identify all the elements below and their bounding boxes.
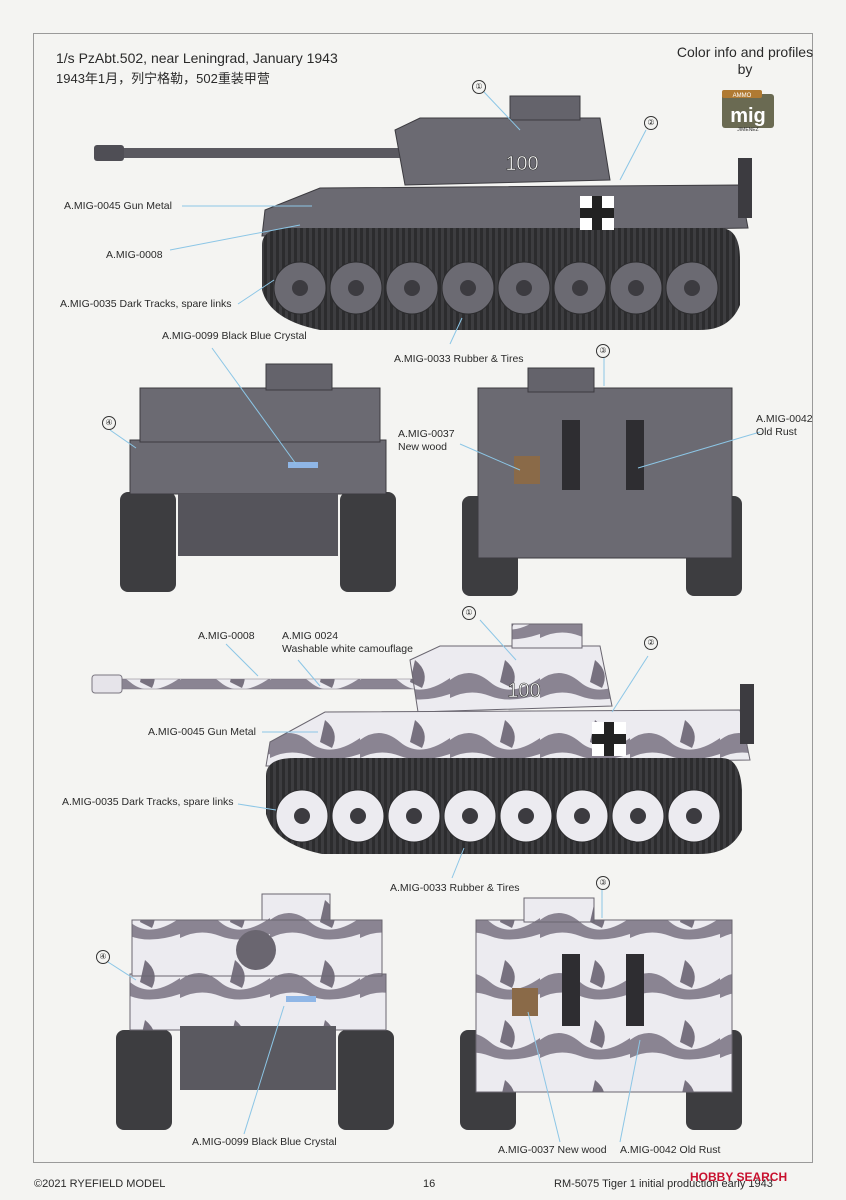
wheel-hub xyxy=(628,280,644,296)
ammo-mig-logo: AMMO mig JIMENEZ xyxy=(722,90,774,133)
leader-lines-1 xyxy=(169,91,647,345)
turret-number-1: 100 xyxy=(505,153,538,175)
credit-line-2: by xyxy=(737,61,753,77)
wheel-hub xyxy=(574,808,590,824)
wheel-hub xyxy=(294,808,310,824)
credit-line-1: Color info and profiles xyxy=(676,44,814,60)
wheel-hub xyxy=(292,280,308,296)
label-base-1: A.MIG-0008 xyxy=(106,249,163,261)
page-title: 1/s PzAbt.502, near Leningrad, January 1… xyxy=(56,50,338,66)
wheel-hub xyxy=(686,808,702,824)
label-base-2: A.MIG-0008 xyxy=(198,630,255,642)
label-old-rust-2: A.MIG-0042 Old Rust xyxy=(620,1144,721,1156)
leader-lines-3 xyxy=(225,619,649,879)
label-black-blue-2: A.MIG-0099 Black Blue Crystal xyxy=(192,1136,337,1148)
leader-lines-2 xyxy=(109,347,761,471)
wheel-hub xyxy=(460,280,476,296)
svg-text:JIMENEZ: JIMENEZ xyxy=(737,127,758,133)
turret-number-2: 100 xyxy=(507,680,540,702)
callout-2-top: ② xyxy=(644,116,658,130)
wheel-hub xyxy=(350,808,366,824)
wheel-hub xyxy=(684,280,700,296)
callout-4-bottom: ④ xyxy=(96,950,110,964)
label-new-wood-name-1: New wood xyxy=(398,441,448,453)
footer-copyright: ©2021 RYEFIELD MODEL xyxy=(34,1178,166,1190)
tank-rear-view-grey xyxy=(462,367,742,596)
label-old-rust-code-1: A.MIG-0042 xyxy=(756,413,813,425)
label-tracks-1: A.MIG-0035 Dark Tracks, spare links xyxy=(60,298,232,310)
callout-1-bottom: ① xyxy=(462,606,476,620)
footer-watermark: HOBBY SEARCH xyxy=(690,1170,788,1184)
label-tracks-2: A.MIG-0035 Dark Tracks, spare links xyxy=(62,796,234,808)
label-rubber-2: A.MIG-0033 Rubber & Tires xyxy=(390,882,520,894)
svg-text:mig: mig xyxy=(730,105,766,127)
balkenkreuz-2 xyxy=(592,722,626,756)
tank-front-view-grey xyxy=(120,363,396,592)
label-black-blue-1: A.MIG-0099 Black Blue Crystal xyxy=(162,330,307,342)
footer-page-number: 16 xyxy=(423,1178,436,1190)
page-subtitle-chinese: 1943年1月，列宁格勒，502重装甲营 xyxy=(56,71,270,86)
label-old-rust-name-1: Old Rust xyxy=(756,426,797,438)
tank-front-view-winter xyxy=(116,893,394,1130)
label-rubber-1: A.MIG-0033 Rubber & Tires xyxy=(394,353,524,365)
wheel-hub xyxy=(348,280,364,296)
callout-2-bottom: ② xyxy=(644,636,658,650)
svg-text:AMMO: AMMO xyxy=(733,93,752,99)
callout-3-bottom: ③ xyxy=(596,876,610,890)
balkenkreuz-1 xyxy=(580,196,614,230)
road-wheels-grey xyxy=(273,261,719,315)
label-gun-metal-2: A.MIG-0045 Gun Metal xyxy=(148,726,256,738)
callout-4-top: ④ xyxy=(102,416,116,430)
label-washable-name: Washable white camouflage xyxy=(282,643,413,655)
wheel-hub xyxy=(572,280,588,296)
wheel-hub xyxy=(516,280,532,296)
wheel-hub xyxy=(404,280,420,296)
wheel-hub xyxy=(518,808,534,824)
label-gun-metal-1: A.MIG-0045 Gun Metal xyxy=(64,200,172,212)
label-washable-code: A.MIG 0024 xyxy=(282,630,339,642)
wheel-hub xyxy=(462,808,478,824)
callout-3-top: ③ xyxy=(596,344,610,358)
credit-block: Color info and profiles by xyxy=(670,44,820,78)
page-border xyxy=(33,33,813,1163)
wheel-hub xyxy=(630,808,646,824)
label-new-wood-code-1: A.MIG-0037 xyxy=(398,428,455,440)
wheel-hub xyxy=(406,808,422,824)
leader-lines-4 xyxy=(107,890,641,1143)
footer-product: RM-5075 Tiger 1 initial production early… xyxy=(554,1178,773,1190)
callout-1-top: ① xyxy=(472,80,486,94)
tank-rear-view-winter xyxy=(460,897,742,1130)
label-new-wood-2: A.MIG-0037 New wood xyxy=(498,1144,607,1156)
road-wheels-winter xyxy=(275,789,721,843)
